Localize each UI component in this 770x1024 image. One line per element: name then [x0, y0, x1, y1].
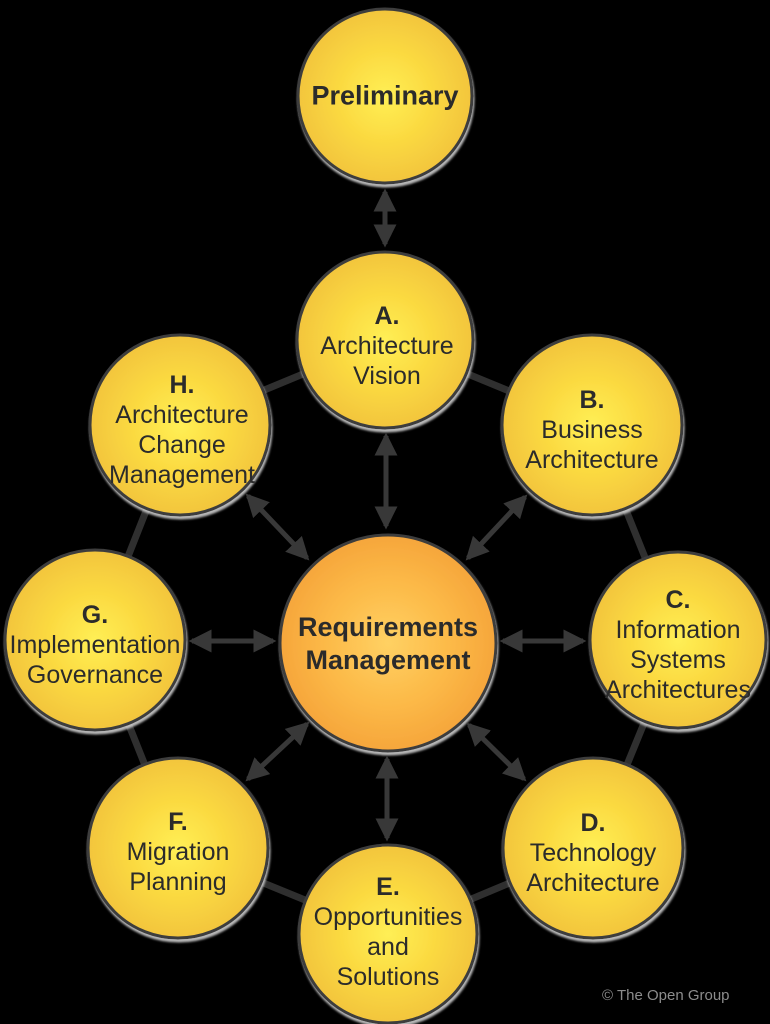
phase-d-label: D. Technology Architecture	[526, 808, 659, 898]
phase-c-name-line: Architectures	[605, 676, 751, 704]
phase-a-letter: A.	[374, 302, 400, 330]
phase-h-name-line: Management	[109, 461, 255, 489]
phase-a-name-line: Architecture	[320, 332, 454, 360]
arrow-hub-b	[465, 494, 528, 561]
phase-a-name-line: Vision	[353, 362, 421, 390]
phase-h-letter: H.	[169, 371, 195, 399]
phase-c-name-line: Systems	[630, 646, 726, 674]
arrow-hub-h	[245, 493, 310, 561]
requirements-hub-circle	[278, 533, 498, 753]
phase-f-label: F. Migration Planning	[127, 807, 230, 897]
phase-h-label: H. Architecture Change Management	[109, 370, 255, 490]
requirements-hub-label: Requirements Management	[298, 611, 478, 677]
arrow-hub-f	[245, 721, 310, 782]
hub-label-line: Management	[305, 645, 471, 675]
phase-f-letter: F.	[168, 808, 188, 836]
phase-g-letter: G.	[81, 601, 109, 629]
phase-h-name-line: Change	[138, 431, 226, 459]
phase-d-letter: D.	[580, 809, 606, 837]
phase-e-name-line: Solutions	[336, 963, 440, 991]
phase-e-circle	[297, 843, 479, 1024]
phase-h-name-line: Architecture	[115, 401, 249, 429]
phase-b-letter: B.	[579, 386, 605, 414]
phase-h-circle	[88, 333, 272, 517]
phase-c-name-line: Information	[615, 616, 741, 644]
phase-g-name-line: Implementation	[9, 631, 181, 659]
phase-g-label: G. Implementation Governance	[10, 600, 181, 690]
phase-d-circle	[501, 756, 685, 940]
phase-b-name-line: Business	[541, 416, 643, 444]
phase-b-circle	[500, 333, 684, 517]
phase-c-circle	[588, 550, 768, 730]
phase-b-name-line: Architecture	[525, 446, 659, 474]
phase-b-label: B. Business Architecture	[525, 385, 658, 475]
arrow-hub-d	[466, 722, 527, 782]
phase-g-name-line: Governance	[26, 661, 164, 689]
phase-a-label: A. Architecture Vision	[320, 301, 453, 391]
phase-e-name-line: and	[367, 933, 409, 961]
phase-g-circle	[3, 548, 187, 732]
phase-c-label: C. Information Systems Architectures	[605, 585, 751, 705]
phase-f-name-line: Planning	[129, 868, 227, 896]
phase-f-name-line: Migration	[126, 838, 230, 866]
phase-d-name-line: Technology	[529, 839, 657, 867]
phase-f-circle	[86, 756, 270, 940]
phase-e-label: E. Opportunities and Solutions	[314, 872, 463, 992]
phase-e-letter: E.	[376, 873, 400, 901]
copyright-text: © The Open Group	[602, 987, 730, 1004]
phase-c-letter: C.	[665, 586, 691, 614]
phase-e-name-line: Opportunities	[313, 903, 463, 931]
preliminary-circle	[296, 7, 474, 185]
phase-a-circle	[295, 250, 475, 430]
phase-d-name-line: Architecture	[526, 869, 660, 897]
hub-label-line: Requirements	[297, 612, 479, 642]
preliminary-label: Preliminary	[311, 80, 459, 111]
